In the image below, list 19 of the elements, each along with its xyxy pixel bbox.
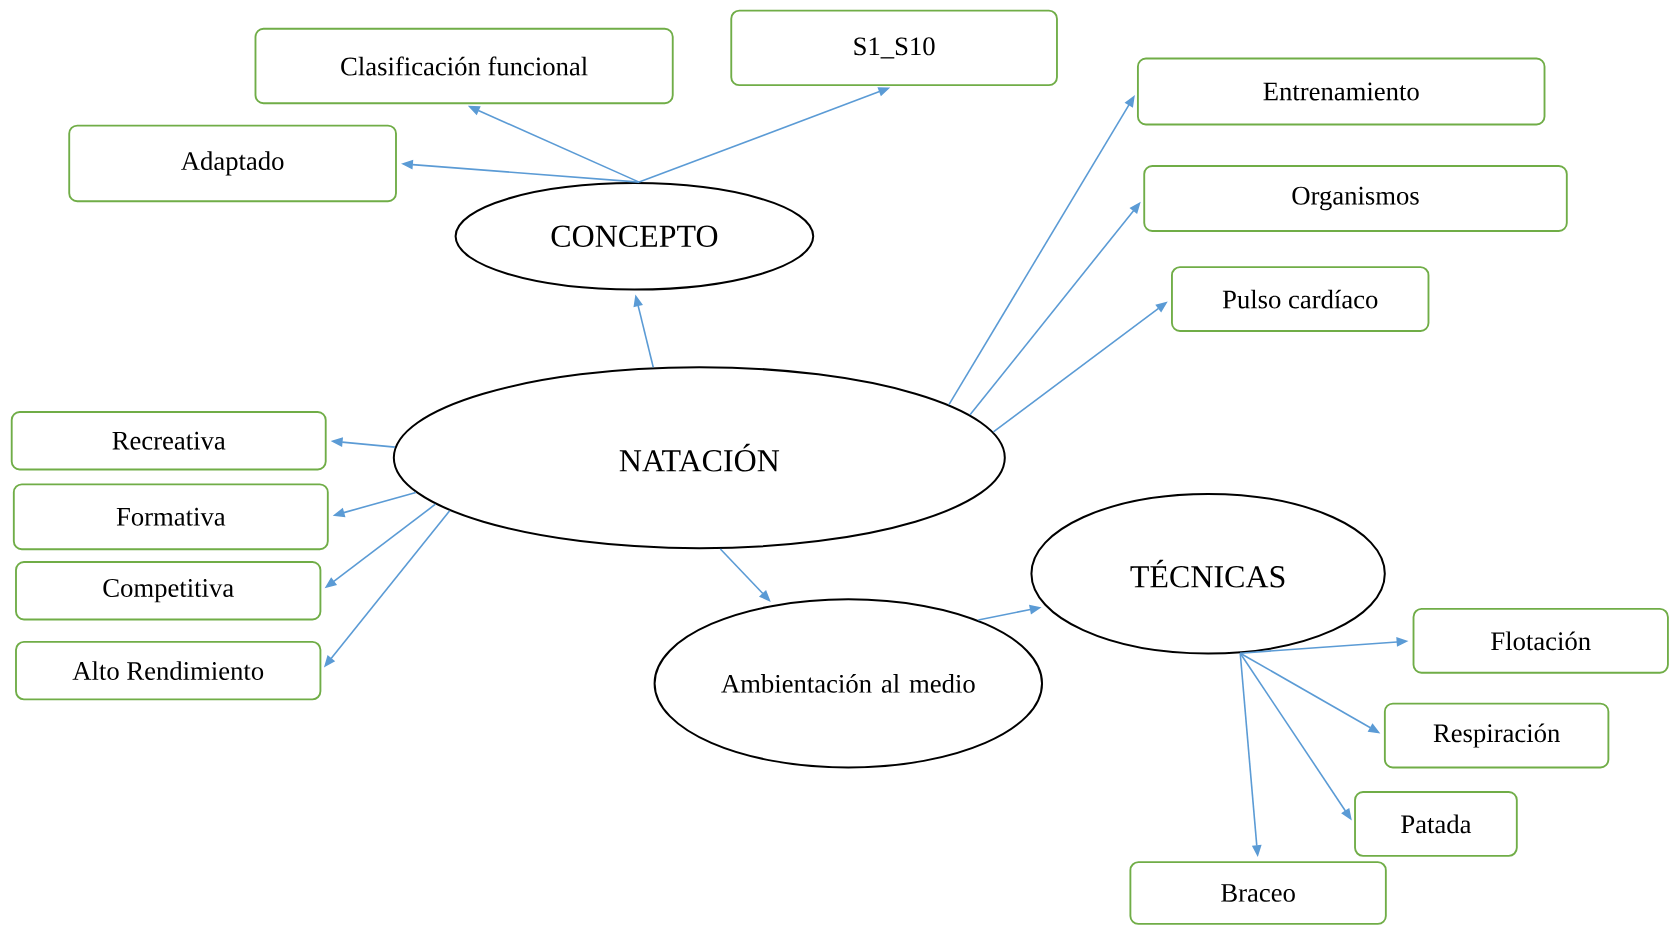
rounded-box: Patada [1354, 791, 1518, 857]
ellipse-node: TÉCNICAS [1030, 492, 1386, 655]
ellipse-node: NATACIÓN [392, 366, 1006, 550]
arrow [719, 548, 771, 602]
rounded-box: Entrenamiento [1136, 57, 1546, 126]
rounded-box: Pulso cardíaco [1171, 266, 1430, 332]
ellipse-node: Ambientación al medio [653, 598, 1044, 769]
rounded-box: Clasificación funcional [254, 27, 674, 105]
rounded-box: Organismos [1143, 165, 1568, 232]
rounded-box: Formativa [12, 483, 329, 551]
ellipse-node: CONCEPTO [454, 182, 815, 291]
rounded-box: Braceo [1129, 861, 1387, 925]
rounded-box: Recreativa [10, 411, 327, 471]
rounded-box: Adaptado [68, 124, 397, 203]
rounded-box: S1_S10 [730, 9, 1058, 87]
rounded-box: Respiración [1383, 702, 1610, 769]
rounded-box: Flotación [1412, 607, 1669, 674]
rounded-box: Alto Rendimiento [15, 640, 322, 701]
rounded-box: Competitiva [15, 561, 322, 621]
